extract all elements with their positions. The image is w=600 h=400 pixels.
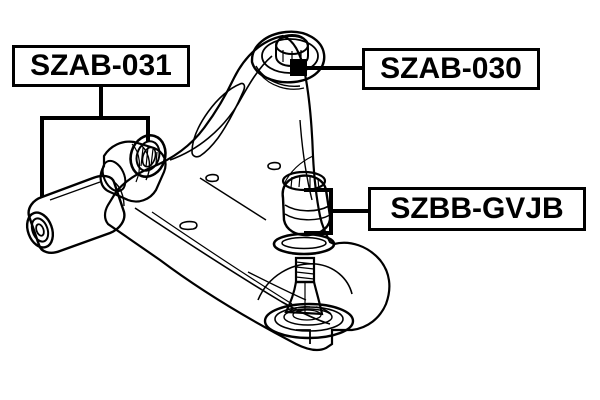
leader-line-szab-031: [40, 87, 150, 197]
callout-label-szbb-gvjb-text: SZBB-GVJB: [390, 192, 564, 225]
leader-line-szbb-gvjb: [304, 188, 370, 235]
upper-mount-bushing: [250, 30, 326, 90]
control-arm-body: [103, 34, 391, 352]
rear-bushing-eye: [129, 134, 167, 178]
ball-joint-stud: [284, 256, 324, 316]
callout-label-szab-031[interactable]: SZAB-031: [12, 45, 190, 87]
callout-label-szbb-gvjb[interactable]: SZBB-GVJB: [368, 187, 586, 231]
washer-ring: [272, 232, 336, 256]
callout-label-szab-030-text: SZAB-030: [380, 52, 522, 85]
callout-label-szab-030[interactable]: SZAB-030: [362, 48, 540, 90]
ball-joint-housing: [263, 302, 355, 340]
callout-label-szab-031-text: SZAB-031: [30, 49, 172, 82]
rear-bushing-boss: [99, 140, 167, 203]
front-bushing-cylinder: [25, 174, 126, 254]
